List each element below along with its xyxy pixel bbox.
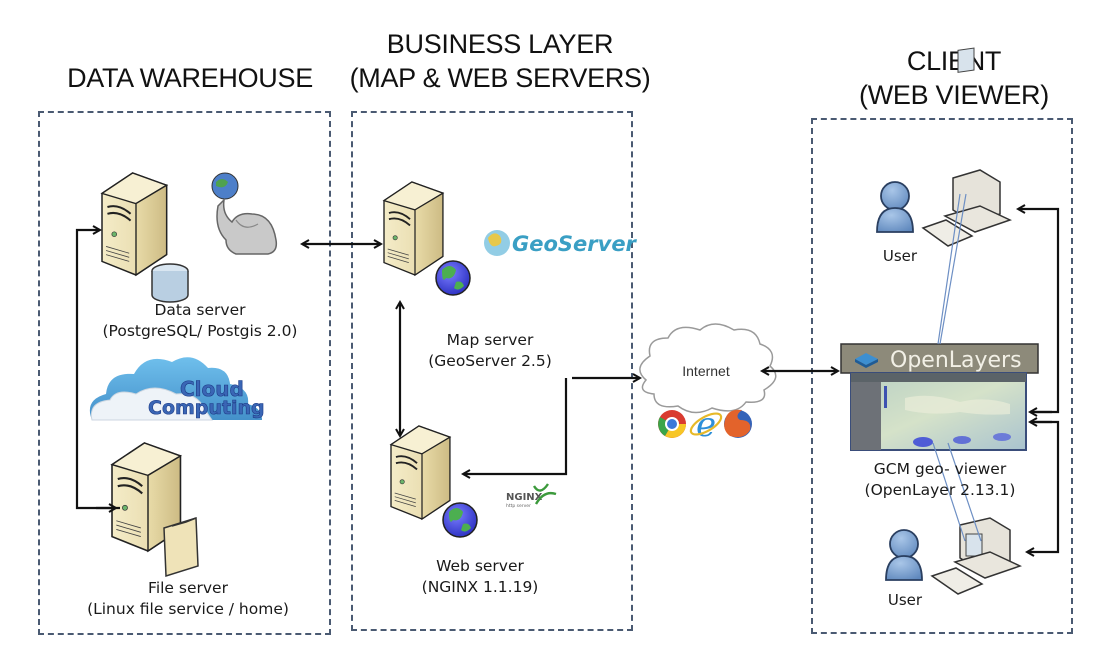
user-label-bottom: User [887,591,923,609]
data-server-detail: (PostgreSQL/ Postgis 2.0) [102,322,298,340]
database-icon [151,263,189,303]
chrome-icon [658,410,686,438]
svg-text:Cloud: Cloud [180,377,244,401]
data-server-label: Data server (PostgreSQL/ Postgis 2.0) [100,300,300,342]
panel-client [811,118,1073,634]
heading-client-line2: (WEB VIEWER) [859,80,1049,110]
arrow-viewer-to-bottom-computer [1027,420,1060,552]
web-server-name: Web server [436,557,524,575]
heading-business-layer-line2: (MAP & WEB SERVERS) [349,63,651,93]
gcm-viewer-screenshot [850,372,1027,451]
heading-client: CLIENT (WEB VIEWER) [800,44,1108,112]
user-label-top: User [882,247,918,265]
internet-explorer-icon: e [689,405,723,445]
internet-label: Internet [682,363,730,379]
data-server-icon [100,171,168,277]
geoserver-logo: GeoServer [484,230,638,256]
openlayers-banner: OpenLayers [840,343,1039,374]
internet-cloud-icon: Internet [639,323,777,414]
web-server-icon [390,425,451,520]
file-server-name: File server [148,579,228,597]
web-server-globe-icon [442,502,478,538]
map-server-icon [383,181,444,276]
computer-icon-top [921,47,1013,247]
file-server-detail: (Linux file service / home) [87,600,289,618]
viewer-connection-lines [932,193,982,542]
web-server-label: Web server (NGINX 1.1.19) [400,556,560,598]
heading-client-line1: CLIENT [906,46,1002,76]
map-server-globe-icon [435,260,471,296]
cloud-computing-logo: Cloud Computing [89,357,265,421]
openlayers-banner-text: OpenLayers [890,348,1022,373]
map-server-detail: (GeoServer 2.5) [428,352,552,370]
folder-icon [163,516,199,578]
heading-business-layer-line1: BUSINESS LAYER [386,29,614,59]
panel-business-layer [351,111,633,631]
svg-text:Computing: Computing [148,397,265,419]
heading-business-layer: BUSINESS LAYER (MAP & WEB SERVERS) [340,27,660,95]
svg-text:http server: http server [506,503,531,509]
file-server-label: File server (Linux file service / home) [70,578,306,620]
svg-text:e: e [696,405,716,445]
web-server-detail: (NGINX 1.1.19) [421,578,539,596]
user-icon-top [876,181,914,233]
gcm-viewer-detail: (OpenLayer 2.13.1) [864,481,1016,499]
map-server-label: Map server (GeoServer 2.5) [410,330,570,372]
nginx-logo: NGINX http server [506,483,557,509]
heading-data-warehouse: DATA WAREHOUSE [67,63,313,93]
user-icon-bottom [885,529,923,581]
data-server-name: Data server [154,301,246,319]
panel-data-warehouse [38,111,331,635]
gcm-viewer-label: GCM geo- viewer (OpenLayer 2.13.1) [860,459,1020,501]
svg-text:NGINX: NGINX [506,492,543,503]
firefox-icon [724,409,752,438]
arrow-web-server-to-internet [463,378,568,474]
computer-icon-bottom [930,517,1023,595]
svg-text:GeoServer: GeoServer [512,232,638,256]
map-server-name: Map server [446,331,534,349]
postgresql-elephant-icon [211,172,278,255]
gcm-viewer-name: GCM geo- viewer [873,460,1007,478]
